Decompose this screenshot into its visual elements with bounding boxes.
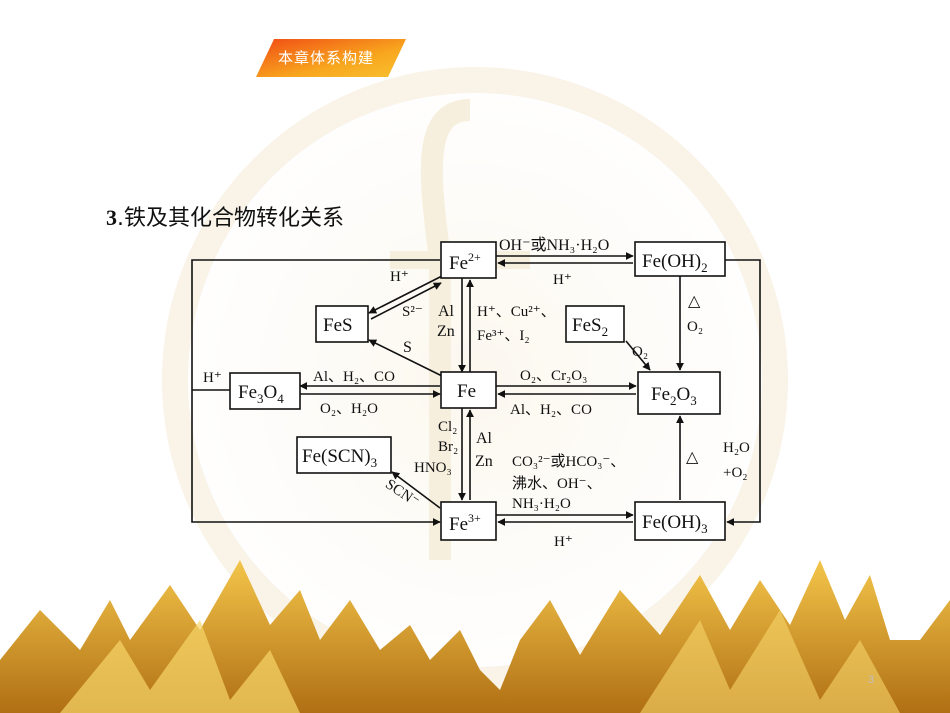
arrow-fe2-to-fes — [368, 275, 443, 314]
svg-text:FeS2: FeS2 — [572, 315, 608, 339]
label-fe3-to-feoh3-2: 沸水、OH⁻、 — [512, 475, 602, 492]
svg-text:Fe(SCN)3: Fe(SCN)3 — [302, 446, 377, 470]
label-fe3-zn: Zn — [475, 453, 493, 470]
node-fe: Fe — [440, 371, 497, 409]
label-fe3-to-feoh3-3: NH₃·H₂O — [512, 496, 571, 512]
svg-text:Fe2+: Fe2+ — [449, 250, 481, 274]
label-fe-oxidants-2: Fe³⁺、I₂ — [477, 328, 530, 344]
label-feoh2-delta: △ — [688, 293, 701, 310]
label-scn: SCN⁻ — [382, 476, 422, 510]
svg-text:Fe(OH)2: Fe(OH)2 — [642, 251, 708, 275]
label-feoh3-delta: △ — [686, 449, 699, 466]
svg-text:Fe: Fe — [457, 381, 476, 402]
label-left-loop-fe2: H⁺ — [390, 269, 409, 285]
node-feoh2: Fe(OH)2 — [634, 241, 726, 277]
mountain-decoration — [0, 560, 950, 713]
label-fe2-al: Al — [438, 303, 455, 320]
node-fe3: Fe3+ — [440, 501, 497, 541]
arrow-fe3-to-fescn3 — [391, 471, 441, 509]
label-feoh2-o2: O₂ — [687, 319, 703, 335]
label-right-o2: +O₂ — [723, 465, 748, 481]
node-fes2: FeS2 — [565, 305, 625, 343]
label-fe2-to-feoh2: OH⁻或NH₃·H₂O — [499, 236, 609, 254]
label-feoh3-to-fe3: H⁺ — [554, 534, 573, 550]
arrow-fe-to-fes — [368, 339, 443, 377]
label-fe-to-fe2o3: O₂、Cr₂O₃ — [520, 368, 587, 384]
label-fe2o3-to-fe: Al、H₂、CO — [510, 402, 592, 418]
slide-number: 3 — [868, 674, 875, 686]
label-fe-cl2: Cl₂ — [438, 419, 457, 435]
node-fe2o3: Fe2O3 — [637, 371, 721, 415]
label-fe3o4-h: H⁺ — [203, 370, 222, 386]
label-fe-hno3: HNO₃ — [414, 460, 452, 476]
svg-text:FeS: FeS — [323, 315, 353, 336]
svg-text:Fe(OH)3: Fe(OH)3 — [642, 512, 708, 536]
svg-text:Fe3O4: Fe3O4 — [238, 382, 284, 406]
outer-loop-right — [725, 259, 761, 526]
node-feoh3: Fe(OH)3 — [634, 501, 726, 541]
label-fe-s: S — [403, 339, 412, 356]
label-right-h2o: H₂O — [723, 440, 750, 456]
label-fe-oxidants-1: H⁺、Cu²⁺、 — [477, 304, 556, 320]
svg-text:Fe3+: Fe3+ — [449, 511, 481, 535]
arrow-fes2-to-fe2o3 — [625, 340, 651, 371]
arrow-fes-to-fe2 — [370, 282, 442, 320]
section-number: 3 — [106, 205, 117, 230]
section-title: 3.铁及其化合物转化关系 — [106, 200, 344, 232]
label-fe3-al: Al — [476, 430, 493, 447]
section-title-text: .铁及其化合物转化关系 — [117, 206, 344, 231]
label-feoh2-to-fe2: H⁺ — [553, 272, 572, 288]
chapter-banner — [256, 39, 406, 77]
chapter-banner-label: 本章体系构建 — [278, 49, 375, 67]
outer-loop-left — [191, 259, 441, 526]
label-fe-br2: Br₂ — [438, 439, 458, 455]
label-fes-s2: S²⁻ — [402, 304, 423, 320]
label-fes2-o2: O₂ — [632, 344, 648, 360]
label-fe3o4-to-fe: O₂、H₂O — [320, 401, 378, 417]
label-fe2-zn: Zn — [437, 323, 455, 340]
node-fe3o4: Fe3O4 — [229, 372, 301, 410]
label-fe-to-fe3o4: Al、H₂、CO — [313, 369, 395, 385]
node-fes: FeS — [315, 305, 369, 343]
node-fe2: Fe2+ — [440, 241, 497, 279]
label-fe3-to-feoh3-1: CO₃²⁻或HCO₃⁻、 — [512, 453, 625, 470]
node-fescn3: Fe(SCN)3 — [296, 436, 392, 474]
svg-text:Fe2O3: Fe2O3 — [651, 384, 697, 408]
